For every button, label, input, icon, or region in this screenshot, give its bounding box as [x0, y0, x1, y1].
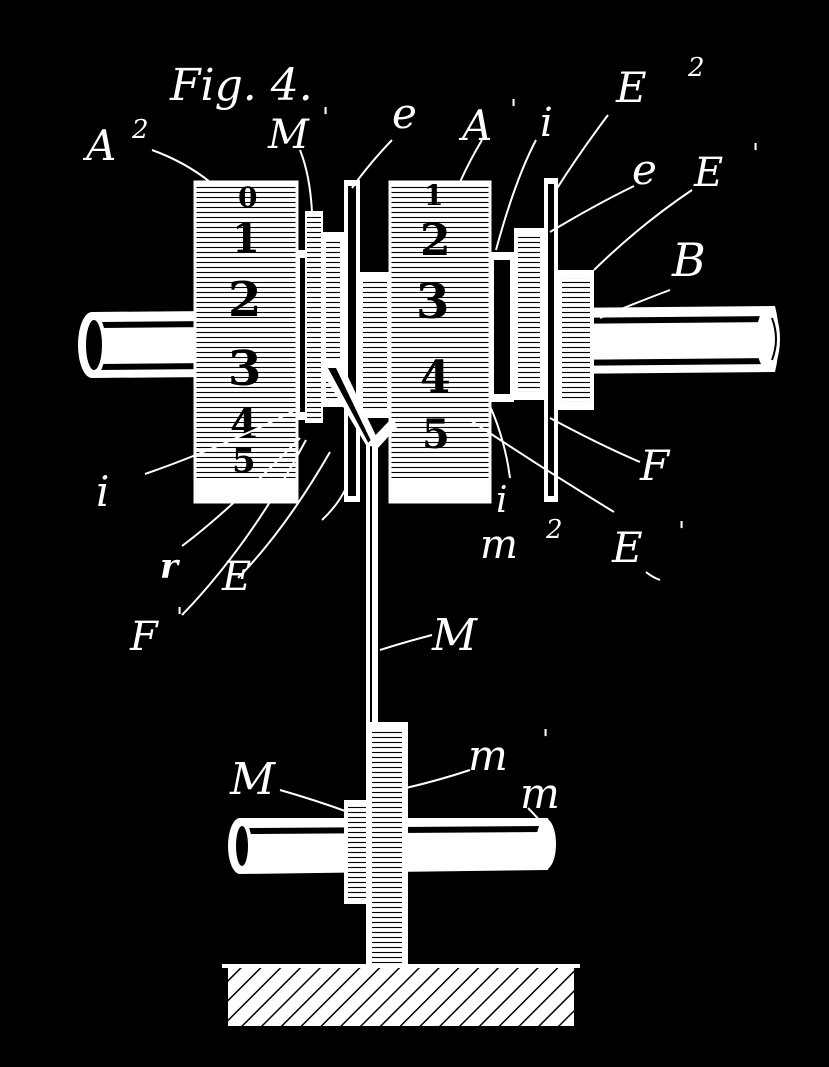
figure-title: Fig. 4. — [169, 60, 313, 111]
drum-a1-digit: 4 — [420, 352, 451, 403]
label-m-shaft: m — [520, 769, 560, 818]
leader-lines — [144, 114, 693, 827]
label-i-mid: i — [496, 480, 508, 521]
label-a1: A — [458, 101, 492, 150]
centre-gearing — [297, 180, 390, 502]
label-e-right: e — [632, 145, 657, 194]
label-f: F — [639, 441, 671, 490]
label-m1-lower: m — [468, 731, 508, 780]
label-i-top: i — [540, 100, 553, 146]
drum-a1-digit: 2 — [420, 215, 451, 266]
drum-a1-digit: 3 — [416, 274, 449, 330]
label-a2-sup: 2 — [131, 115, 149, 145]
label-m1-top: M — [267, 112, 310, 158]
label-m-lower: M — [229, 754, 276, 805]
label-a2: A — [82, 121, 116, 170]
label-m-lever: M — [431, 610, 478, 661]
drum-a2-digit: 0 — [238, 181, 257, 214]
label-m2: m — [480, 522, 518, 568]
label-e2: E — [615, 63, 647, 112]
label-m1-lower-sup: ' — [542, 725, 549, 755]
drum-a2-digit: 3 — [228, 341, 261, 397]
label-m1-top-sup: ' — [322, 103, 329, 133]
right-gearing — [490, 178, 594, 502]
reference-labels: Fig. 4. A 2 M ' e A ' i E 2 e E ' B i r … — [82, 53, 759, 818]
drum-a2-digit: 5 — [232, 441, 256, 481]
drum-a2-digits: 0 1 2 3 4 5 — [228, 181, 261, 481]
base-block — [222, 964, 580, 1026]
drum-a1-digit: 1 — [424, 179, 443, 212]
drum-a2-digit: 1 — [232, 215, 260, 262]
label-e2-sup: 2 — [687, 53, 705, 83]
label-r: r — [160, 547, 180, 587]
label-m2-sup: 2 — [545, 515, 563, 545]
label-i-left: i — [96, 467, 109, 516]
lower-pivot — [228, 722, 556, 970]
drum-a2-digit: 2 — [228, 272, 261, 328]
label-a1-sup: ' — [510, 95, 517, 125]
label-e1-right: E — [693, 150, 723, 196]
label-b: B — [671, 233, 706, 287]
label-e1-lower-sup: ' — [678, 517, 685, 547]
drum-a2 — [193, 180, 299, 504]
label-e-top: e — [392, 89, 417, 138]
label-f1-sup: ' — [176, 603, 183, 633]
label-e1-right-sup: ' — [752, 139, 759, 169]
drum-a1 — [388, 180, 492, 504]
drum-a1-digits: 1 2 3 4 5 — [416, 179, 451, 458]
drum-a1-digit: 5 — [422, 411, 450, 458]
label-f1: F — [129, 614, 159, 660]
label-e-bottom: E — [221, 554, 251, 600]
drum-a2-digit: 4 — [230, 401, 258, 448]
lever-m — [322, 360, 398, 730]
label-e1-lower: E — [611, 523, 643, 572]
